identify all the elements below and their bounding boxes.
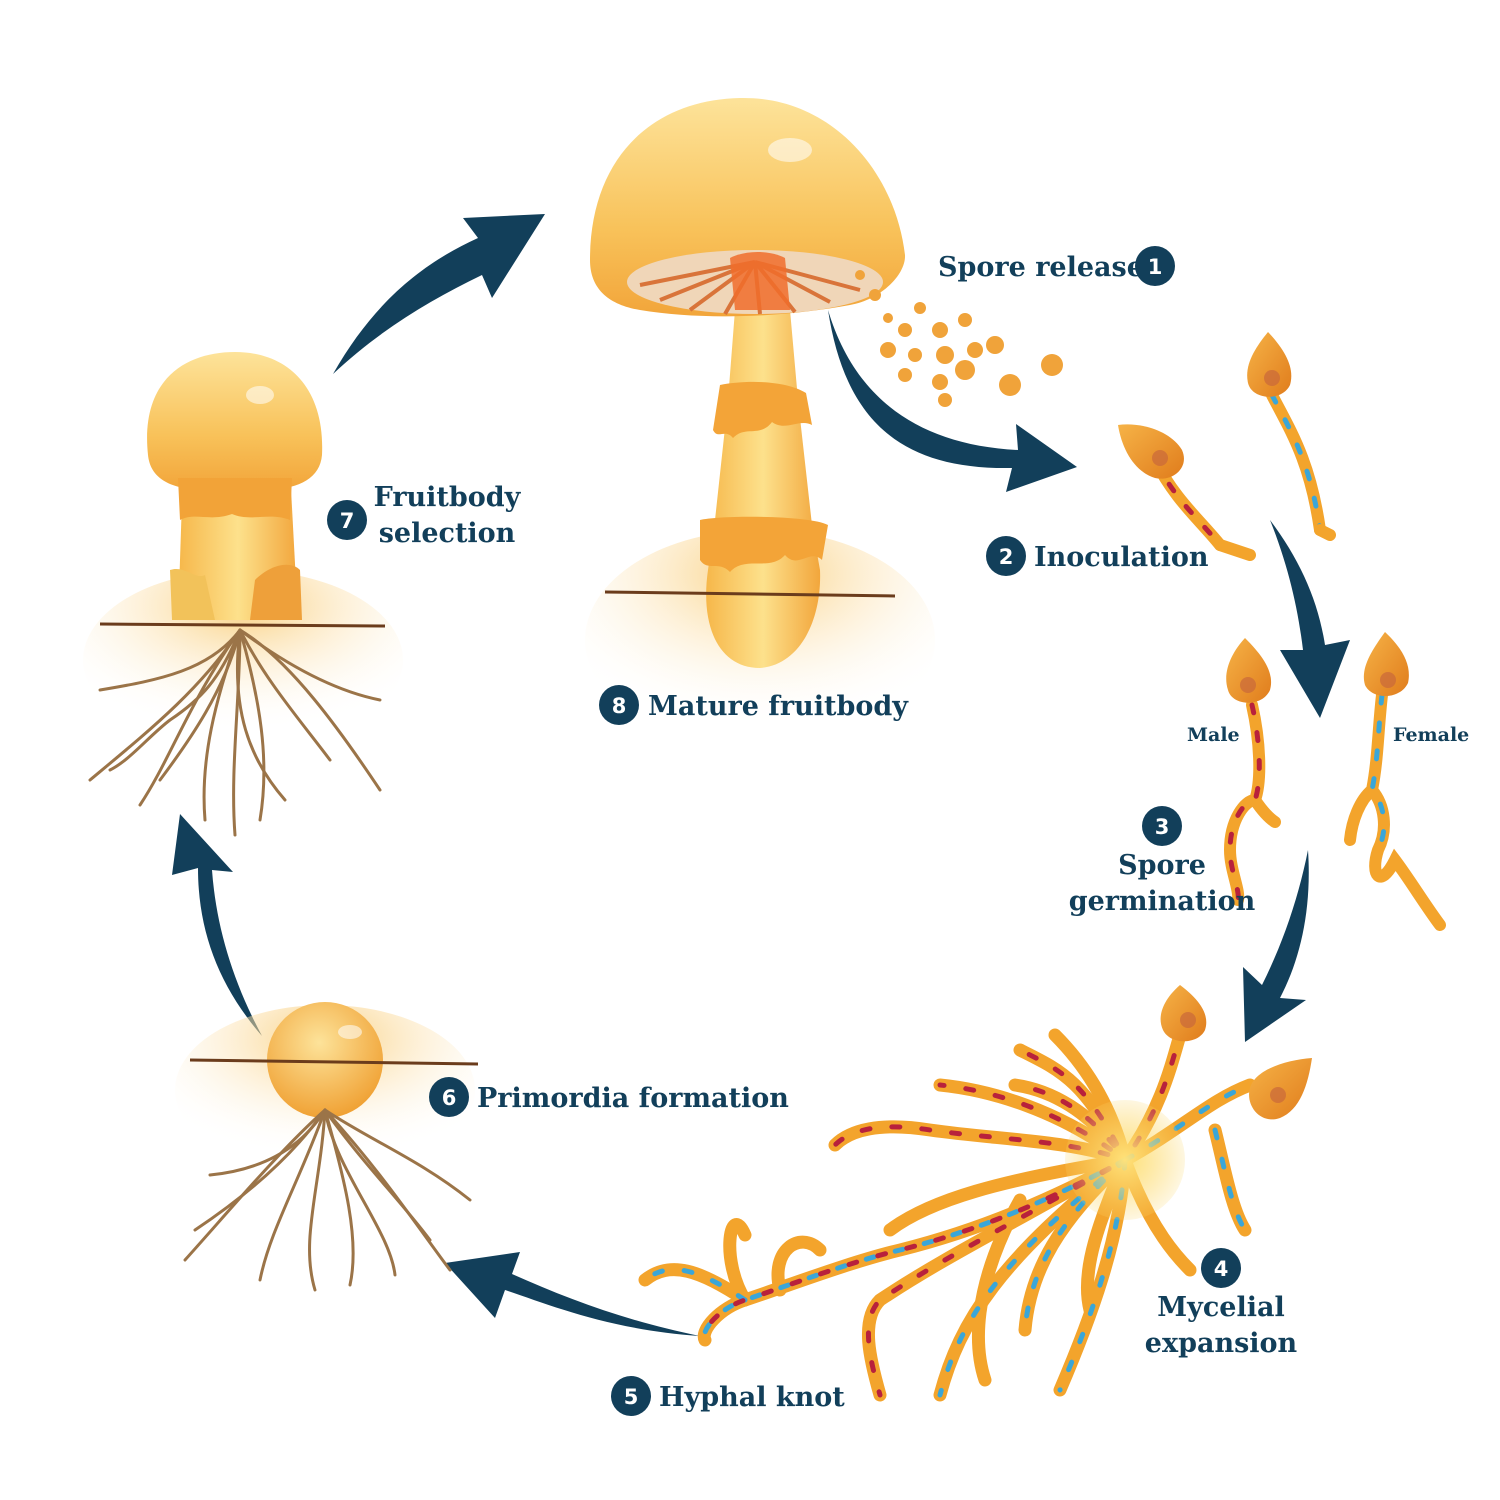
stage-2-badge (986, 536, 1026, 576)
stage-4-label-group: 4 Mycelial expansion (1145, 1248, 1298, 1359)
arrow-germination-to-expansion (1243, 850, 1309, 1042)
stage-2-label: Inoculation (1034, 542, 1209, 573)
inoculation-spores (1149, 389, 1336, 561)
stage-5-label: Hyphal knot (659, 1382, 845, 1413)
stage-4-badge (1201, 1248, 1241, 1288)
mature-mushroom-illustration (585, 97, 935, 750)
stage-3-label-line2: germination (1069, 886, 1256, 917)
arrow-knot-to-primordia (445, 1252, 700, 1336)
stage-1-number: 1 (1148, 255, 1163, 279)
stage-1-label: Spore release (938, 252, 1144, 283)
stage-8-label-group: 8 Mature fruitbody (599, 685, 909, 725)
stage-3-number: 3 (1155, 815, 1170, 839)
released-spores (855, 270, 1063, 407)
stage-6-number: 6 (442, 1086, 457, 1110)
mycelium-spores (1160, 985, 1312, 1120)
fruitbody-selection-illustration (83, 352, 403, 837)
stage-4-number: 4 (1214, 1257, 1229, 1281)
stage-7-label-line2: selection (379, 518, 516, 549)
hyphal-knot-glow (1065, 1100, 1185, 1220)
stage-2-number: 2 (999, 545, 1014, 569)
stage-7-label-line1: Fruitbody (374, 482, 522, 513)
germinating-spores (1223, 689, 1446, 931)
stage-7-badge (327, 500, 367, 540)
arrow-fruitbody-to-mature (333, 214, 545, 374)
stage-1-badge (1135, 246, 1175, 286)
stage-5-badge (611, 1376, 651, 1416)
cycle-arrows (172, 214, 1350, 1336)
stage-7-label-group: 7 Fruitbody selection (327, 482, 522, 549)
stage-2-label-group: 2 Inoculation (986, 536, 1209, 576)
stage-3-badge (1142, 806, 1182, 846)
stage-4-label-line2: expansion (1145, 1328, 1298, 1359)
stage-8-number: 8 (612, 694, 627, 718)
arrow-primordia-to-fruitbody (172, 814, 262, 1036)
inoculation-spore-heads (1118, 332, 1292, 479)
stage-6-label: Primordia formation (477, 1083, 789, 1114)
male-spore-label: Male (1187, 724, 1240, 746)
primordia-formation-illustration (175, 1002, 479, 1292)
stage-7-number: 7 (340, 509, 355, 533)
arrow-inoculation-to-germination (1270, 520, 1350, 718)
germinating-spore-heads (1226, 632, 1409, 703)
stage-4-label-line1: Mycelial (1157, 1292, 1284, 1323)
stage-6-label-group: 6 Primordia formation (429, 1077, 789, 1117)
stage-1-label-group: Spore release 1 (938, 246, 1175, 286)
female-spore-label: Female (1393, 724, 1469, 746)
stage-8-badge (599, 685, 639, 725)
stage-5-label-group: 5 Hyphal knot (611, 1376, 845, 1416)
arrow-spore-to-inoculation (828, 310, 1077, 492)
stage-3-label-line1: Spore (1118, 850, 1206, 881)
stage-5-number: 5 (624, 1385, 639, 1409)
stage-8-label: Mature fruitbody (648, 691, 909, 722)
stage-3-label-group: 3 Spore germination (1069, 806, 1256, 917)
stage-6-badge (429, 1077, 469, 1117)
